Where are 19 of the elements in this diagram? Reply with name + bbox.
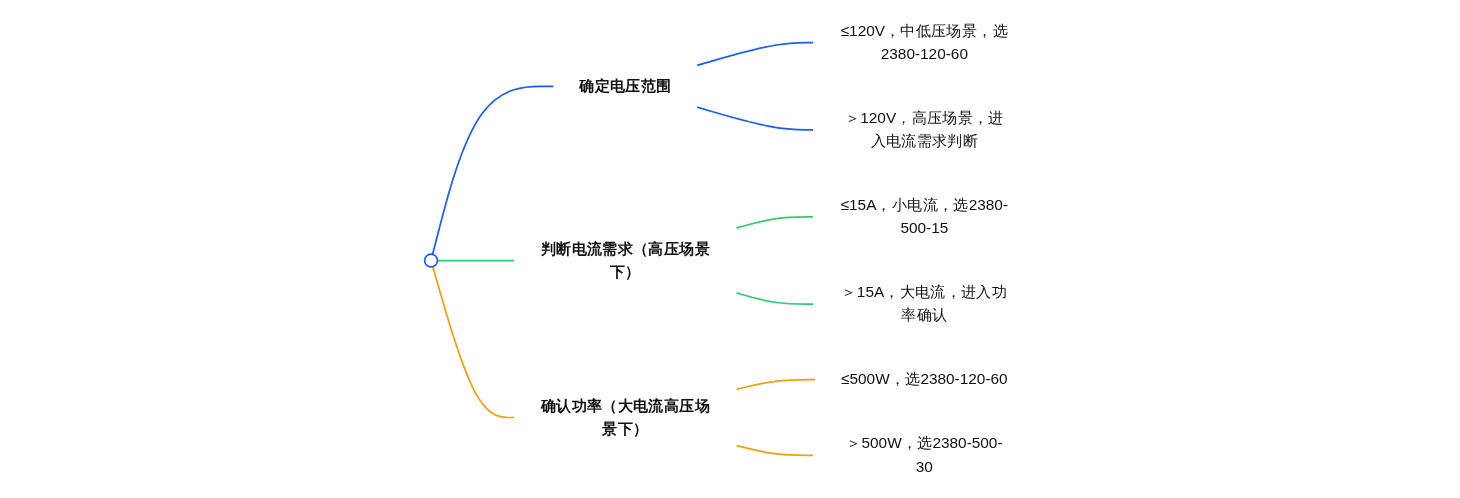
connector (735, 216, 815, 230)
connector (436, 259, 516, 262)
connector (696, 106, 815, 131)
connector (431, 265, 516, 419)
connector (735, 292, 815, 305)
connector (735, 378, 817, 391)
node-circle (423, 253, 439, 268)
node-text: ≤120V，中低压场景，选2380-120-60 (840, 22, 1008, 63)
connector (431, 85, 555, 256)
node-text: ≤15A，小电流，选2380-500-15 (840, 196, 1009, 237)
node-text: 确定电压范围 (579, 77, 672, 95)
node-text: ＞15A，大电流，进入功率确认 (841, 283, 1008, 324)
connector (735, 444, 815, 457)
connector (696, 41, 815, 67)
node-text: ＞500W，选2380-500-30 (846, 434, 1003, 475)
node-text: 确认功率（大电流高压场景下） (540, 396, 710, 438)
node-text: ＞120V，高压场景，进入电流需求判断 (844, 109, 1004, 150)
node-text: 判断电流需求（高压场景下） (540, 240, 710, 281)
node-text: ≤500W，选2380-120-60 (841, 370, 1008, 388)
